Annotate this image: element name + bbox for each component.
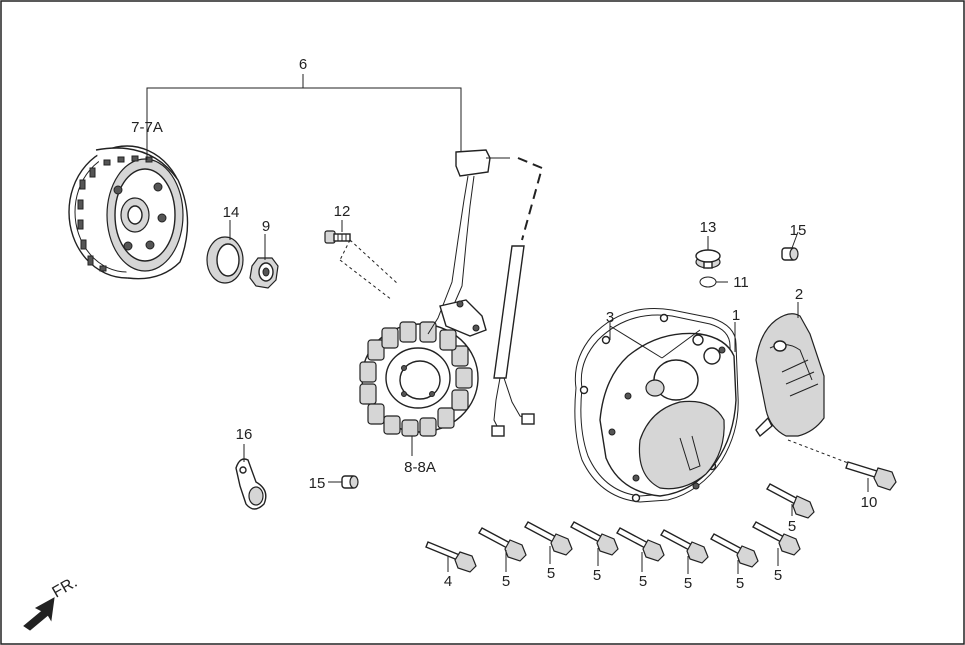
- callout-15-upper: 15: [790, 222, 807, 239]
- bolt-5-c: [570, 521, 619, 556]
- bolt-5-d: [616, 527, 665, 562]
- bolt-5-right: [766, 483, 815, 519]
- callout-8-8a: 8-8A: [404, 459, 436, 476]
- stator-coil: [359, 321, 479, 437]
- bolt-10-dashed-path: [787, 439, 857, 467]
- flywheel-rotor: [68, 145, 189, 280]
- callout-labels: 1 2 3 4 5 5 5 5 5 5 5 5 6 7-7A 8-8A 9 10…: [50, 56, 878, 601]
- leaders-1-3: [609, 322, 736, 359]
- callout-7-7a: 7-7A: [131, 119, 163, 136]
- callout-13: 13: [700, 219, 717, 236]
- callout-4: 4: [444, 573, 452, 590]
- callout-5-a: 5: [502, 573, 510, 590]
- bolt-5-e: [660, 529, 709, 564]
- o-ring-11: [699, 276, 717, 288]
- callout-6: 6: [299, 56, 307, 73]
- dowel-pin-15-upper: [781, 247, 799, 261]
- callout-5-e: 5: [684, 575, 692, 592]
- leader-15-upper: [791, 231, 799, 249]
- callout-5-g: 5: [774, 567, 782, 584]
- nut-9: [249, 257, 279, 289]
- oil-plug-13: [695, 249, 721, 269]
- bolt-5-f: [710, 533, 759, 568]
- callout-5-f: 5: [736, 575, 744, 592]
- bolt-5-a: [478, 527, 527, 562]
- callout-16: 16: [236, 426, 253, 443]
- screw-12-dashed-path: [339, 239, 399, 301]
- screw-12: [324, 230, 351, 244]
- front-direction-arrow: [23, 597, 55, 631]
- callout-11: 11: [733, 274, 749, 291]
- callout-9: 9: [262, 218, 270, 235]
- callout-3: 3: [606, 309, 614, 326]
- clamp-16: [235, 458, 267, 510]
- callout-5-c: 5: [593, 567, 601, 584]
- crankcase-cover: [599, 332, 737, 497]
- front-direction-label: FR.: [50, 574, 81, 602]
- stator-wiring-harness: [427, 149, 544, 437]
- bolt-10: [845, 461, 897, 491]
- side-cover-2: [755, 313, 825, 438]
- callout-14: 14: [223, 204, 240, 221]
- callout-5-d: 5: [639, 573, 647, 590]
- group-bracket-6: [146, 74, 462, 155]
- callout-5-h: 5: [788, 518, 796, 535]
- callout-10: 10: [861, 494, 878, 511]
- bolt-5-g: [752, 521, 801, 556]
- callout-12: 12: [334, 203, 351, 220]
- callout-2: 2: [795, 286, 803, 303]
- bolt-4: [425, 541, 477, 573]
- washer-14: [206, 236, 244, 284]
- callout-1: 1: [732, 307, 740, 324]
- callout-15-lower: 15: [309, 475, 326, 492]
- dowel-pin-15-lower: [341, 475, 359, 489]
- callout-5-b: 5: [547, 565, 555, 582]
- bolt-5-b: [524, 521, 573, 556]
